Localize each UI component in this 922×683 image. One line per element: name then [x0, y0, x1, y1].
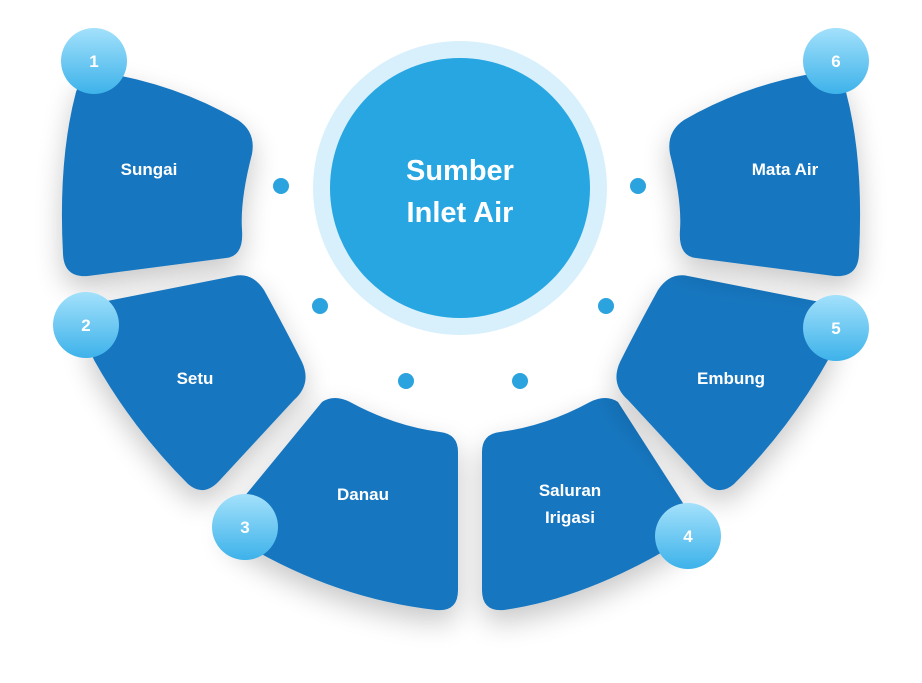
segment-label: Setu [177, 369, 214, 388]
segment-label: Sungai [121, 160, 178, 179]
badge-circle [803, 295, 869, 361]
number-badge-6: 6 [803, 28, 869, 94]
number-badge-5: 5 [803, 295, 869, 361]
badge-number: 3 [240, 518, 249, 537]
center-circle [330, 58, 590, 318]
segment-shape [88, 275, 306, 491]
connector-dot [312, 298, 328, 314]
segment-embung: Embung [616, 275, 834, 491]
segment-saluran-irigasi: Saluran Irigasi [482, 398, 695, 611]
connector-dot [398, 373, 414, 389]
badge-circle [53, 292, 119, 358]
center-title-line2: Inlet Air [407, 197, 514, 229]
segment-label: Embung [697, 369, 765, 388]
badge-number: 5 [831, 319, 840, 338]
segment-shape [61, 71, 253, 277]
connector-dot [273, 178, 289, 194]
center-hub: Sumber Inlet Air [313, 41, 607, 335]
connector-dots [273, 178, 646, 389]
number-badge-1: 1 [61, 28, 127, 94]
badge-circle [655, 503, 721, 569]
segment-sungai: Sungai [61, 71, 253, 277]
segment-label-line2: Irigasi [545, 508, 595, 527]
segment-shape [669, 71, 861, 277]
badge-number: 4 [683, 527, 693, 546]
connector-dot [598, 298, 614, 314]
badge-number: 6 [831, 52, 840, 71]
connector-dot [630, 178, 646, 194]
segment-label: Mata Air [752, 160, 819, 179]
connector-dot [512, 373, 528, 389]
number-badge-3: 3 [212, 494, 278, 560]
segment-shape [616, 275, 834, 491]
number-badge-2: 2 [53, 292, 119, 358]
segment-label: Danau [337, 485, 389, 504]
segment-shape [482, 398, 695, 611]
badge-number: 1 [89, 52, 98, 71]
badge-number: 2 [81, 316, 90, 335]
segment-setu: Setu [88, 275, 306, 491]
center-title-line1: Sumber [406, 155, 514, 187]
badge-circle [803, 28, 869, 94]
segment-mata-air: Mata Air [669, 71, 861, 277]
badge-circle [212, 494, 278, 560]
number-badge-4: 4 [655, 503, 721, 569]
segment-shape [225, 398, 458, 611]
segment-danau: Danau [225, 398, 458, 611]
segment-label-line1: Saluran [539, 481, 601, 500]
badge-circle [61, 28, 127, 94]
